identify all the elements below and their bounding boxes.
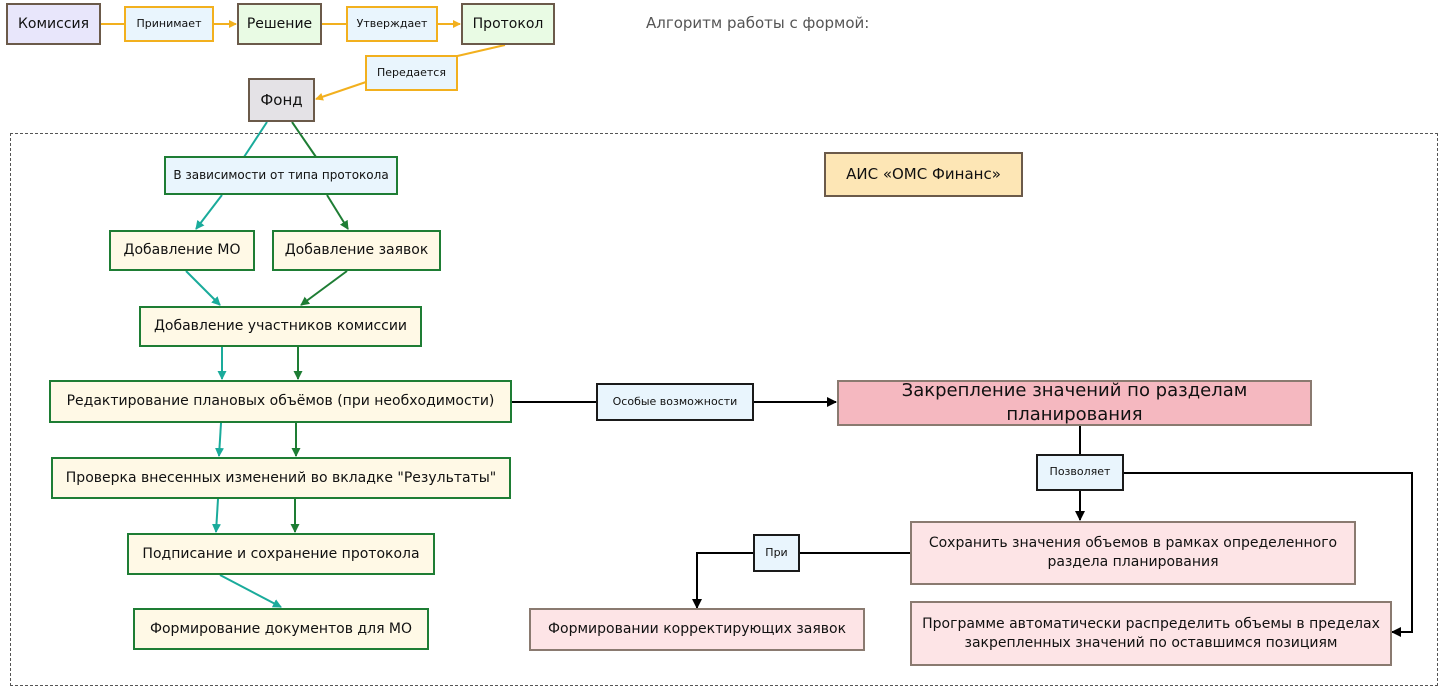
node-check-changes: Проверка внесенных изменений во вкладке …: [51, 457, 511, 499]
node-add-requests: Добавление заявок: [272, 230, 441, 271]
node-add-members: Добавление участников комиссии: [139, 306, 422, 347]
node-fix-values: Закрепление значений по разделам планиро…: [837, 380, 1312, 426]
label-special-features: Особые возможности: [596, 383, 754, 421]
ais-title: АИС «ОМС Финанс»: [824, 152, 1023, 197]
node-add-mo: Добавление МО: [109, 230, 255, 271]
node-komissiya: Комиссия: [6, 3, 101, 45]
node-reshenie: Решение: [237, 3, 322, 45]
node-save-values: Сохранить значения объемов в рамках опре…: [910, 521, 1356, 585]
node-fond: Фонд: [248, 78, 315, 122]
label-allows: Позволяет: [1036, 454, 1124, 491]
node-sign-save: Подписание и сохранение протокола: [127, 533, 435, 575]
label-prinimaet: Принимает: [124, 6, 214, 42]
node-auto-distribute: Программе автоматически распределить объ…: [910, 601, 1392, 666]
arrow-peredaetsya-fond: [315, 81, 367, 101]
node-protokol: Протокол: [461, 3, 555, 45]
node-edit-volumes: Редактирование плановых объёмов (при нео…: [49, 380, 512, 423]
node-form-docs: Формирование документов для МО: [133, 608, 429, 650]
node-corrective-requests: Формировании корректирующих заявок: [529, 608, 865, 651]
node-depends-on-protocol: В зависимости от типа протокола: [164, 156, 398, 195]
page-title: Алгоритм работы с формой:: [646, 14, 870, 32]
label-peredaetsya: Передается: [365, 55, 458, 91]
ais-system-frame: [10, 133, 1438, 686]
label-utverzhdaet: Утверждает: [346, 6, 438, 42]
label-when: При: [753, 534, 800, 572]
